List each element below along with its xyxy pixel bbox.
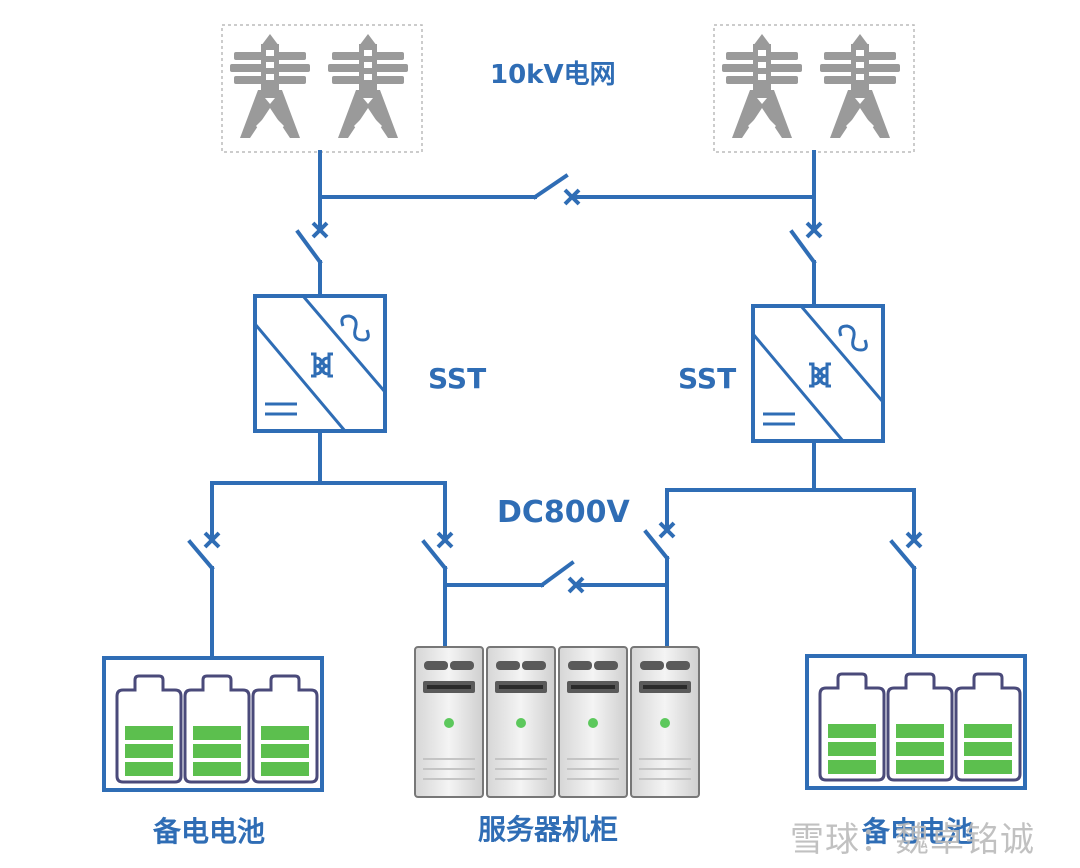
battery-right-label: 备电电池 — [862, 815, 975, 848]
sst-right-label: SST — [678, 362, 737, 395]
battery-bank-right — [805, 654, 1027, 790]
battery-icon — [251, 674, 319, 784]
server-cabinets — [414, 646, 700, 798]
ac-feeder-wiring — [318, 150, 816, 232]
servers-label: 服务器机柜 — [478, 813, 619, 846]
watermark: 雪球：魏卓铭诚 — [790, 820, 1035, 860]
sst-left-label: SST — [428, 362, 487, 395]
server-cabinet-icon — [558, 646, 628, 798]
server-cabinet-icon — [414, 646, 484, 798]
server-cabinet-icon — [630, 646, 700, 798]
battery-icon — [886, 672, 954, 782]
battery-icon — [818, 672, 886, 782]
sst-left — [253, 294, 387, 433]
grid-source-right — [713, 24, 915, 153]
battery-left-label: 备电电池 — [153, 815, 266, 848]
grid-label: 10kV电网 — [490, 60, 616, 90]
battery-bank-left — [102, 656, 324, 792]
dc-bus-label: DC800V — [497, 495, 630, 530]
battery-icon — [115, 674, 183, 784]
grid-source-left — [221, 24, 423, 153]
battery-icon — [183, 674, 251, 784]
battery-icon — [954, 672, 1022, 782]
sst-right — [751, 304, 885, 443]
server-cabinet-icon — [486, 646, 556, 798]
dc-bus-wiring — [187, 429, 917, 660]
